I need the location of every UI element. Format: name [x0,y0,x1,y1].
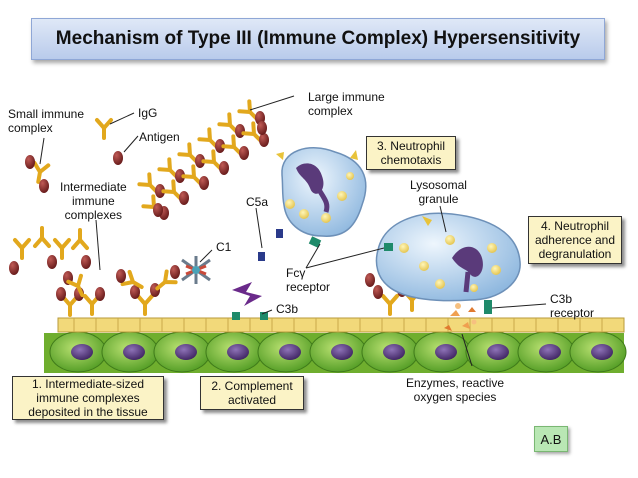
complement-fragment [232,282,262,306]
tissue-cell [517,331,575,373]
tissue-cell [101,331,159,373]
tissue-cell [309,331,367,373]
neutrophil-adherent [375,212,521,314]
c5a-fragments [258,229,283,261]
step-3-box: 3. Neutrophil chemotaxis [366,136,456,170]
tissue-cell [49,331,107,373]
tissue-cell [205,331,263,373]
page-title: Mechanism of Type III (Immune Complex) H… [31,18,605,60]
antigen [113,151,123,165]
tissue-cell [465,331,523,373]
credit-badge: A.B [534,426,568,452]
step-1-box: 1. Intermediate-sized immune complexes d… [12,376,164,420]
leader-lines [39,95,547,367]
basement-membrane [57,317,625,333]
step-2-box: 2. Complement activated [200,376,304,410]
c1-complex [181,256,211,284]
tissue-cell [569,331,627,373]
enzymes-particles [444,303,477,331]
neutrophil-chemotaxis [276,147,367,248]
label-igg: IgG [138,106,158,120]
label-intermediate-complexes: Intermediate immune complexes [60,180,127,222]
small-immune-complex [25,155,51,193]
label-fc-receptor: Fcγ receptor [286,266,331,294]
tissue-cells [44,331,627,373]
label-c1: C1 [216,240,232,254]
label-small-immune-complex: Small immune complex [8,107,85,135]
label-c3b: C3b [276,302,299,316]
step-4-box: 4. Neutrophil adherence and degranulatio… [528,216,622,264]
tissue-cell [361,331,419,373]
label-c3b-receptor: C3b receptor [550,292,595,320]
label-antigen: Antigen [139,130,180,144]
label-large-immune-complex: Large immune complex [308,90,385,118]
label-c5a: C5a [246,195,269,209]
label-enzymes: Enzymes, reactive oxygen species [406,376,505,404]
intermediate-immune-complexes [9,226,91,275]
igg-antibody [95,118,113,140]
c3b-fragments [232,312,268,320]
tissue-cell [153,331,211,373]
tissue-cell [257,331,315,373]
tissue-cell [413,331,471,373]
label-lysosomal-granule: Lysosomal granule [410,178,467,206]
